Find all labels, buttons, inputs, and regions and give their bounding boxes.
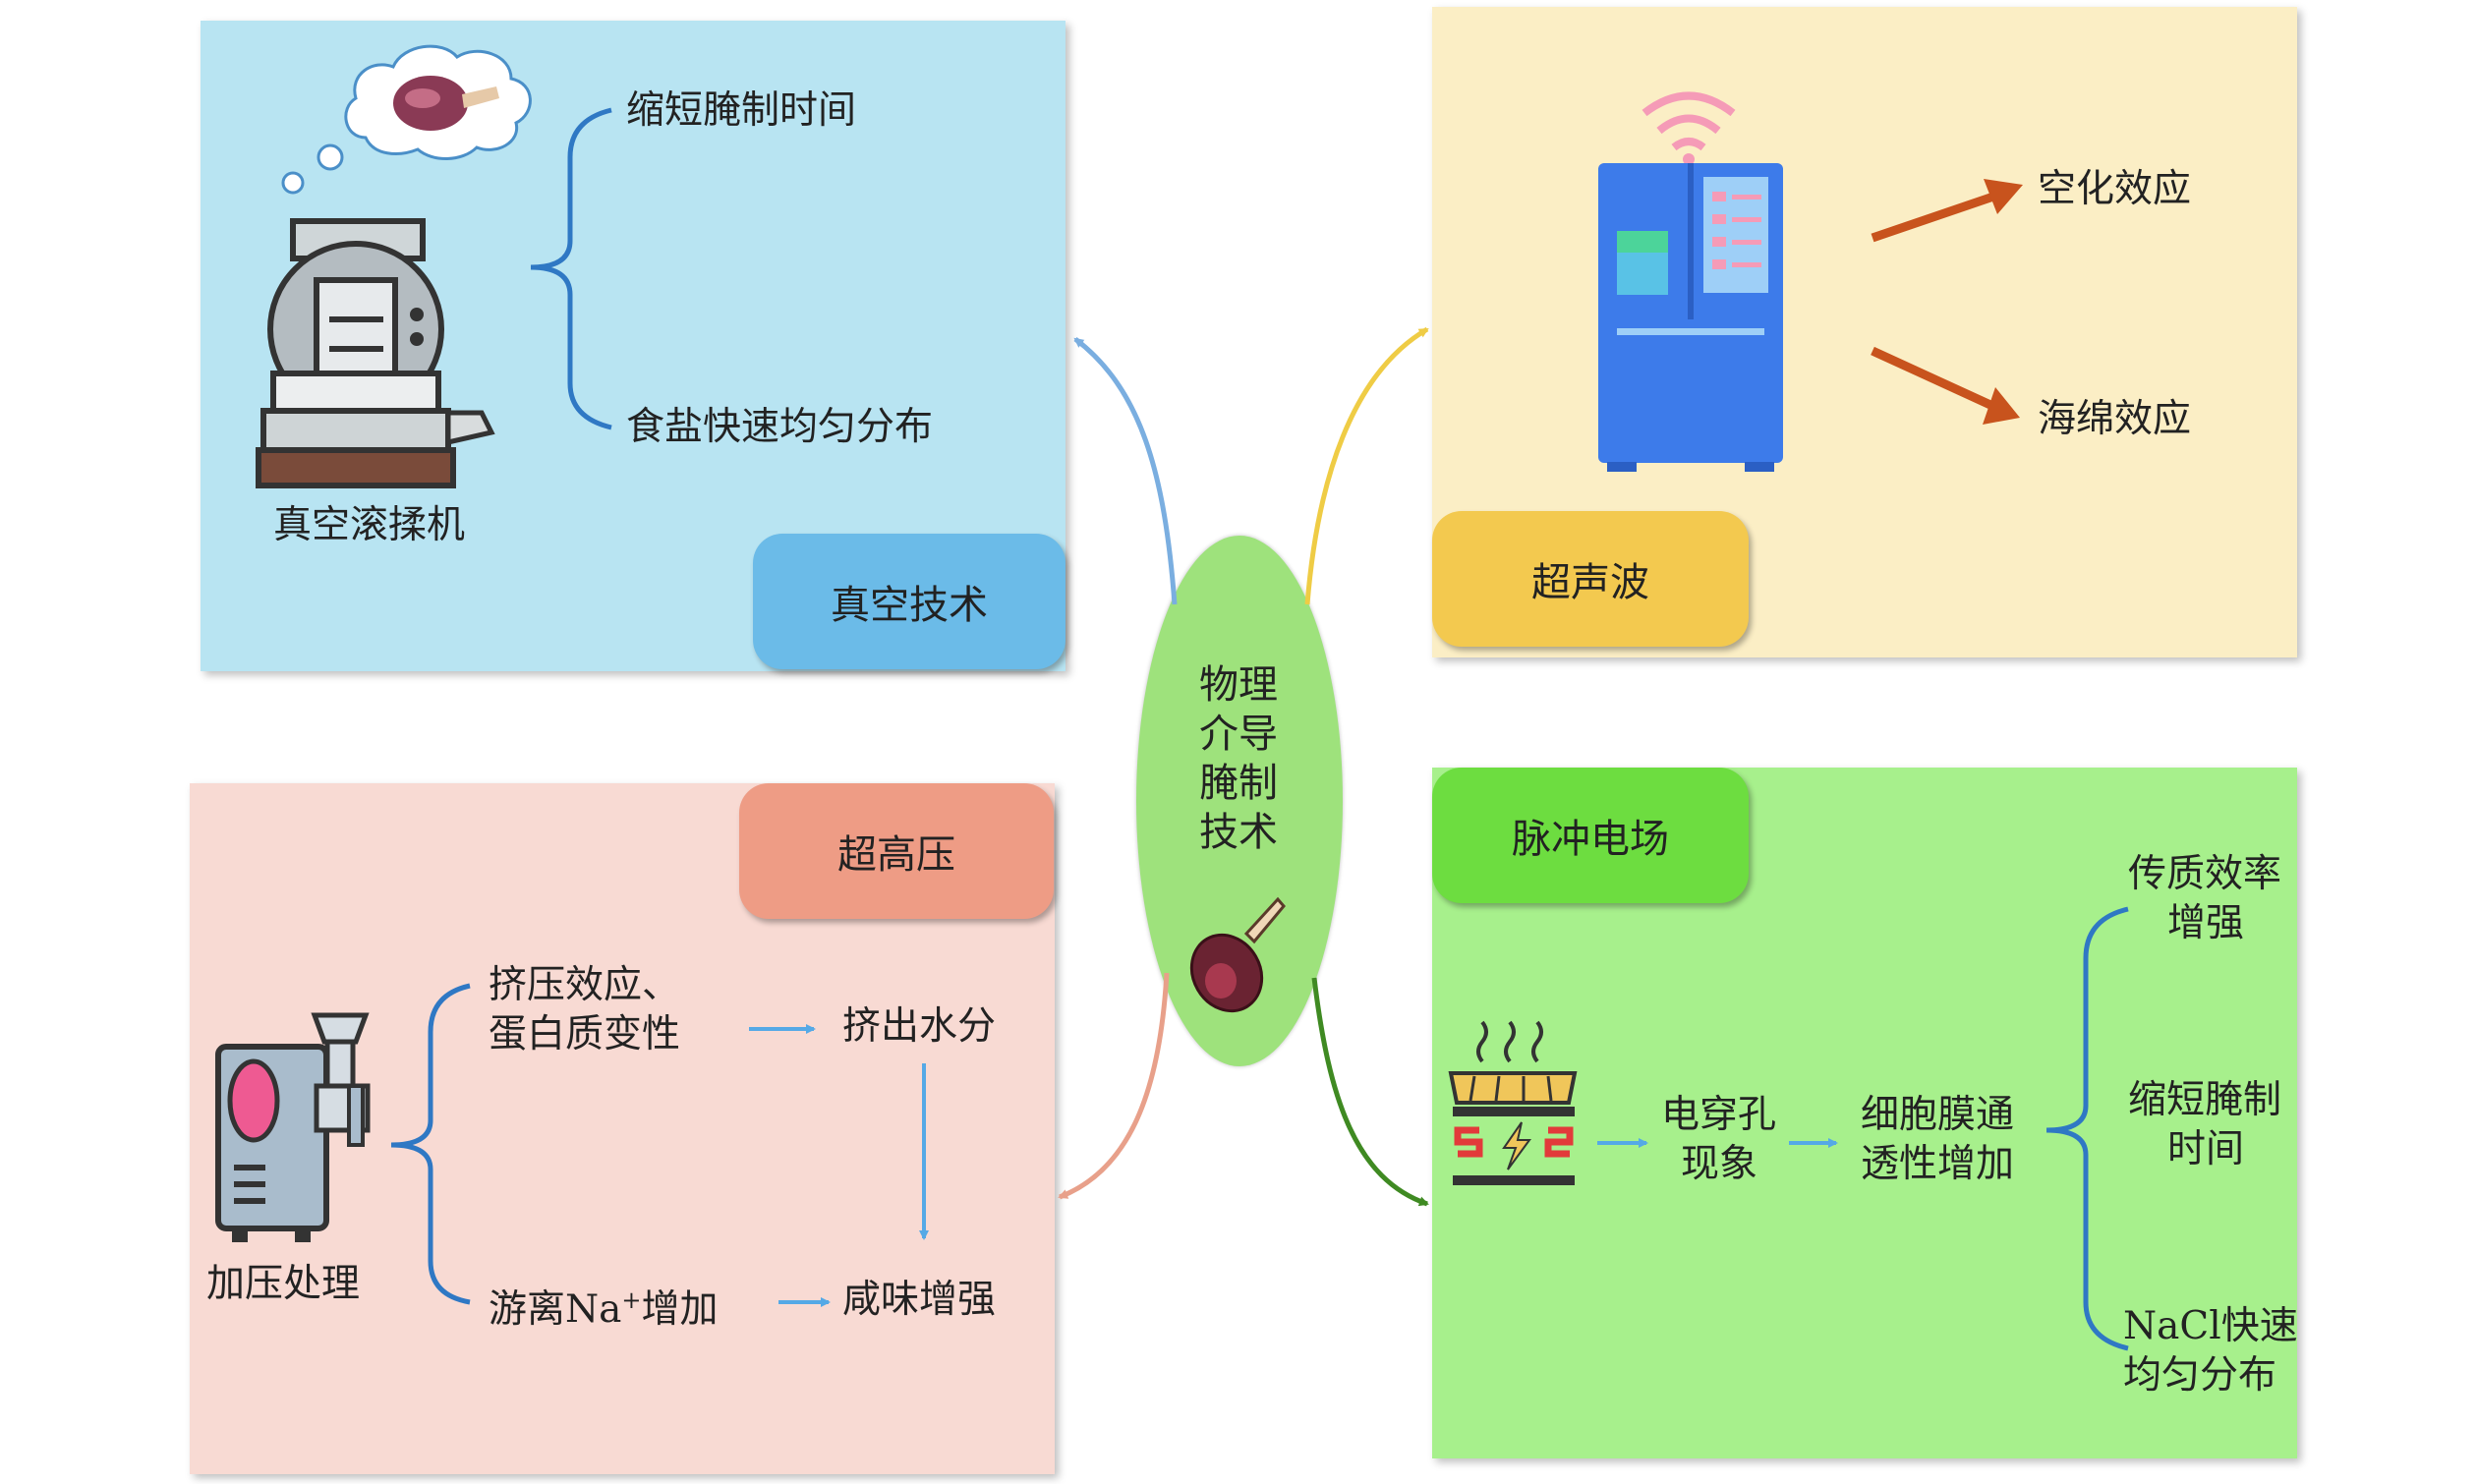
ultrasound-effect-2: 海绵效应 (2038, 397, 2192, 441)
pef-step-1-line2: 现象 (1681, 1142, 1758, 1186)
pef-step-1-line1: 电穿孔 (1661, 1093, 1777, 1137)
pulsed-heater-icon (1448, 1020, 1578, 1185)
hpp-effect-1-line2: 蛋白质变性 (489, 1012, 681, 1056)
hpp-effect-2: 游离Na+增加 (489, 1276, 719, 1335)
pef-result-2-line1: 缩短腌制 (2128, 1078, 2282, 1122)
hpp-effect-2-suffix: 增加 (641, 1287, 719, 1332)
ultrasound-effect-1: 空化效应 (2038, 167, 2192, 211)
vacuum-brace (530, 107, 612, 430)
hpp-effect-1-line1: 挤压效应、 (489, 963, 681, 1007)
pef-result-1-line1: 传质效率 (2128, 852, 2282, 896)
center-label: 物理介导腌制技术 (1199, 662, 1278, 855)
high-pressure-brace (390, 983, 471, 1305)
connector-high-pressure (1058, 972, 1170, 1200)
vacuum-title: 真空技术 (753, 534, 1066, 669)
ultrasound-title: 超声波 (1432, 511, 1749, 647)
pef-result-2-line2: 时间 (2167, 1127, 2245, 1171)
pef-step-2-line2: 透性增加 (1861, 1142, 2015, 1186)
high-pressure-title: 超高压 (739, 783, 1054, 919)
pef-result-3-line2: 均匀分布 (2123, 1353, 2277, 1398)
pef-step-2-line1: 细胞膜通 (1861, 1093, 2015, 1137)
high-pressure-arrows (749, 1024, 929, 1307)
pef-result-1-line2: 增强 (2167, 901, 2245, 945)
hpp-effect-1-result: 挤出水分 (842, 1004, 997, 1049)
vacuum-effect-2: 食盐快速均匀分布 (626, 405, 934, 449)
hpp-effect-2-prefix: 游离Na (489, 1287, 622, 1332)
pef-result-3-line1: NaCl快速 (2123, 1304, 2298, 1348)
pulsed-electric-brace (2045, 906, 2129, 1351)
ham-leg-icon (1189, 896, 1286, 1013)
ultrasonic-fridge-icon (1598, 91, 1783, 472)
ultrasound-arrows (1871, 179, 2023, 425)
vacuum-tumbler-icon (256, 218, 495, 488)
hpp-effect-2-result: 咸味增强 (842, 1278, 997, 1322)
meat-grinder-icon (215, 1012, 371, 1242)
connector-vacuum (1073, 337, 1178, 605)
vacuum-device-label: 真空滚揉机 (273, 503, 466, 547)
hpp-device-label: 加压处理 (206, 1262, 361, 1306)
connector-ultrasound (1304, 326, 1429, 605)
hpp-effect-2-sup: + (621, 1286, 642, 1314)
connector-pulsed-electric (1311, 977, 1429, 1207)
vacuum-effect-1: 缩短腌制时间 (626, 88, 857, 133)
thought-bubble-meat-icon (281, 44, 532, 195)
pulsed-electric-title: 脉冲电场 (1432, 768, 1749, 903)
